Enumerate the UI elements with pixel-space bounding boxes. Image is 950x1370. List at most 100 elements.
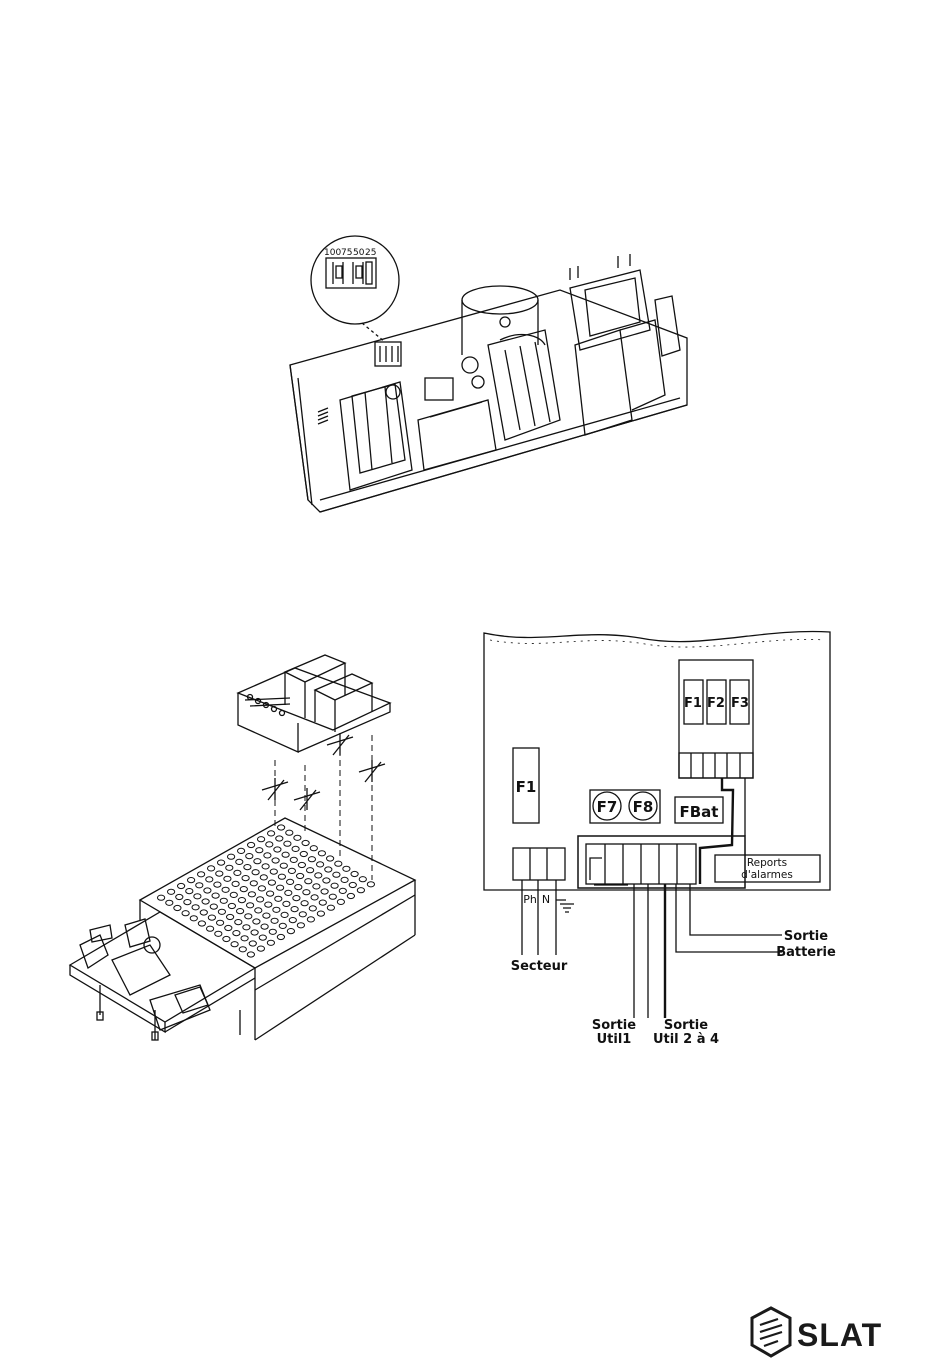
perforation-hole xyxy=(224,876,231,881)
perforation-hole xyxy=(265,902,272,907)
perforation-hole xyxy=(244,865,251,870)
perforation-hole xyxy=(217,920,224,925)
sortie-batterie-label-1: Sortie xyxy=(784,929,828,944)
perforation-hole xyxy=(339,888,346,893)
perforation-hole xyxy=(289,918,296,923)
perforation-hole xyxy=(267,940,274,945)
perforation-hole xyxy=(186,889,193,894)
perforation-hole xyxy=(206,877,213,882)
perforation-hole xyxy=(291,907,298,912)
perforation-hole xyxy=(260,875,267,880)
secteur-terminals xyxy=(513,848,565,880)
perforation-hole xyxy=(277,885,284,890)
perforation-hole xyxy=(158,895,165,900)
terminal-n-label: N xyxy=(542,893,550,906)
perforation-hole xyxy=(220,898,227,903)
perforation-hole xyxy=(245,914,252,919)
fuse-label-f1: F1 xyxy=(684,696,702,711)
perforation-hole xyxy=(248,842,255,847)
perforation-hole xyxy=(258,886,265,891)
perforation-hole xyxy=(327,905,334,910)
perforation-hole xyxy=(210,904,217,909)
perforation-hole xyxy=(266,842,273,847)
perforation-hole xyxy=(285,890,292,895)
perforation-hole xyxy=(174,905,181,910)
perforation-hole xyxy=(272,858,279,863)
perforation-hole xyxy=(303,890,310,895)
perforation-hole xyxy=(218,860,225,865)
perforation-hole xyxy=(228,903,235,908)
perforation-hole xyxy=(297,873,304,878)
perforation-hole xyxy=(247,952,254,957)
perforation-hole xyxy=(343,866,350,871)
perforation-hole xyxy=(351,871,358,876)
perforation-hole xyxy=(207,926,214,931)
perforation-hole xyxy=(233,931,240,936)
perforation-hole xyxy=(198,872,205,877)
perforation-hole xyxy=(223,936,230,941)
perforation-hole xyxy=(242,876,249,881)
perforation-hole xyxy=(295,885,302,890)
perforation-hole xyxy=(237,909,244,914)
slat-logo-text: SLAT xyxy=(797,1317,882,1353)
jumper-label-75: 75 xyxy=(341,248,352,258)
fuse-f8-label: F8 xyxy=(633,798,654,816)
perforation-hole xyxy=(311,895,318,900)
perforation-hole xyxy=(268,831,275,836)
perforation-hole xyxy=(281,912,288,917)
perforation-hole xyxy=(277,934,284,939)
perforation-hole xyxy=(280,863,287,868)
perforation-hole xyxy=(227,914,234,919)
sortie-util24-label-1: Sortie xyxy=(664,1018,708,1033)
perforation-hole xyxy=(283,901,290,906)
slat-shield-icon xyxy=(752,1308,790,1356)
perforation-hole xyxy=(274,847,281,852)
fuse-f7-label: F7 xyxy=(597,798,618,816)
perforation-hole xyxy=(293,896,300,901)
jumper-labels: 100 75 50 25 xyxy=(324,248,376,258)
perforation-hole xyxy=(178,883,185,888)
perforation-hole xyxy=(325,867,332,872)
perforation-hole xyxy=(192,905,199,910)
perforation-hole xyxy=(235,920,242,925)
perforation-hole xyxy=(190,916,197,921)
perforation-hole xyxy=(264,853,271,858)
perforation-hole xyxy=(292,846,299,851)
perforation-hole xyxy=(349,882,356,887)
reports-label-2: d'alarmes xyxy=(741,869,793,881)
perforation-hole xyxy=(243,925,250,930)
secteur-label: Secteur xyxy=(511,959,568,974)
perforation-hole xyxy=(305,879,312,884)
sortie-batterie-label-2: Batterie xyxy=(776,945,836,960)
exploded-module-figure xyxy=(70,655,415,1040)
perforation-hole xyxy=(208,866,215,871)
perforation-hole xyxy=(248,892,255,897)
perforation-hole xyxy=(279,923,286,928)
sortie-util1-label-1: Sortie xyxy=(592,1018,636,1033)
perforation-hole xyxy=(218,909,225,914)
perforation-hole xyxy=(317,911,324,916)
jumper-label-25: 25 xyxy=(365,248,376,258)
perforation-hole xyxy=(259,935,266,940)
perforation-hole xyxy=(256,848,263,853)
perforation-hole xyxy=(168,889,175,894)
perforation-hole xyxy=(331,883,338,888)
perforation-hole xyxy=(321,889,328,894)
psu-board-figure xyxy=(290,236,687,512)
perforation-hole xyxy=(226,865,233,870)
perforation-hole xyxy=(200,910,207,915)
perforation-hole xyxy=(236,859,243,864)
perforation-hole xyxy=(225,925,232,930)
perforation-hole xyxy=(271,918,278,923)
perforation-hole xyxy=(310,846,317,851)
perforation-hole xyxy=(337,899,344,904)
perforation-hole xyxy=(302,840,309,845)
perforation-hole xyxy=(257,897,264,902)
perforation-hole xyxy=(241,936,248,941)
fuse-label-f2: F2 xyxy=(707,696,725,711)
perforation-hole xyxy=(268,880,275,885)
perforation-hole xyxy=(196,883,203,888)
perforation-hole xyxy=(188,878,195,883)
perforation-hole xyxy=(301,901,308,906)
